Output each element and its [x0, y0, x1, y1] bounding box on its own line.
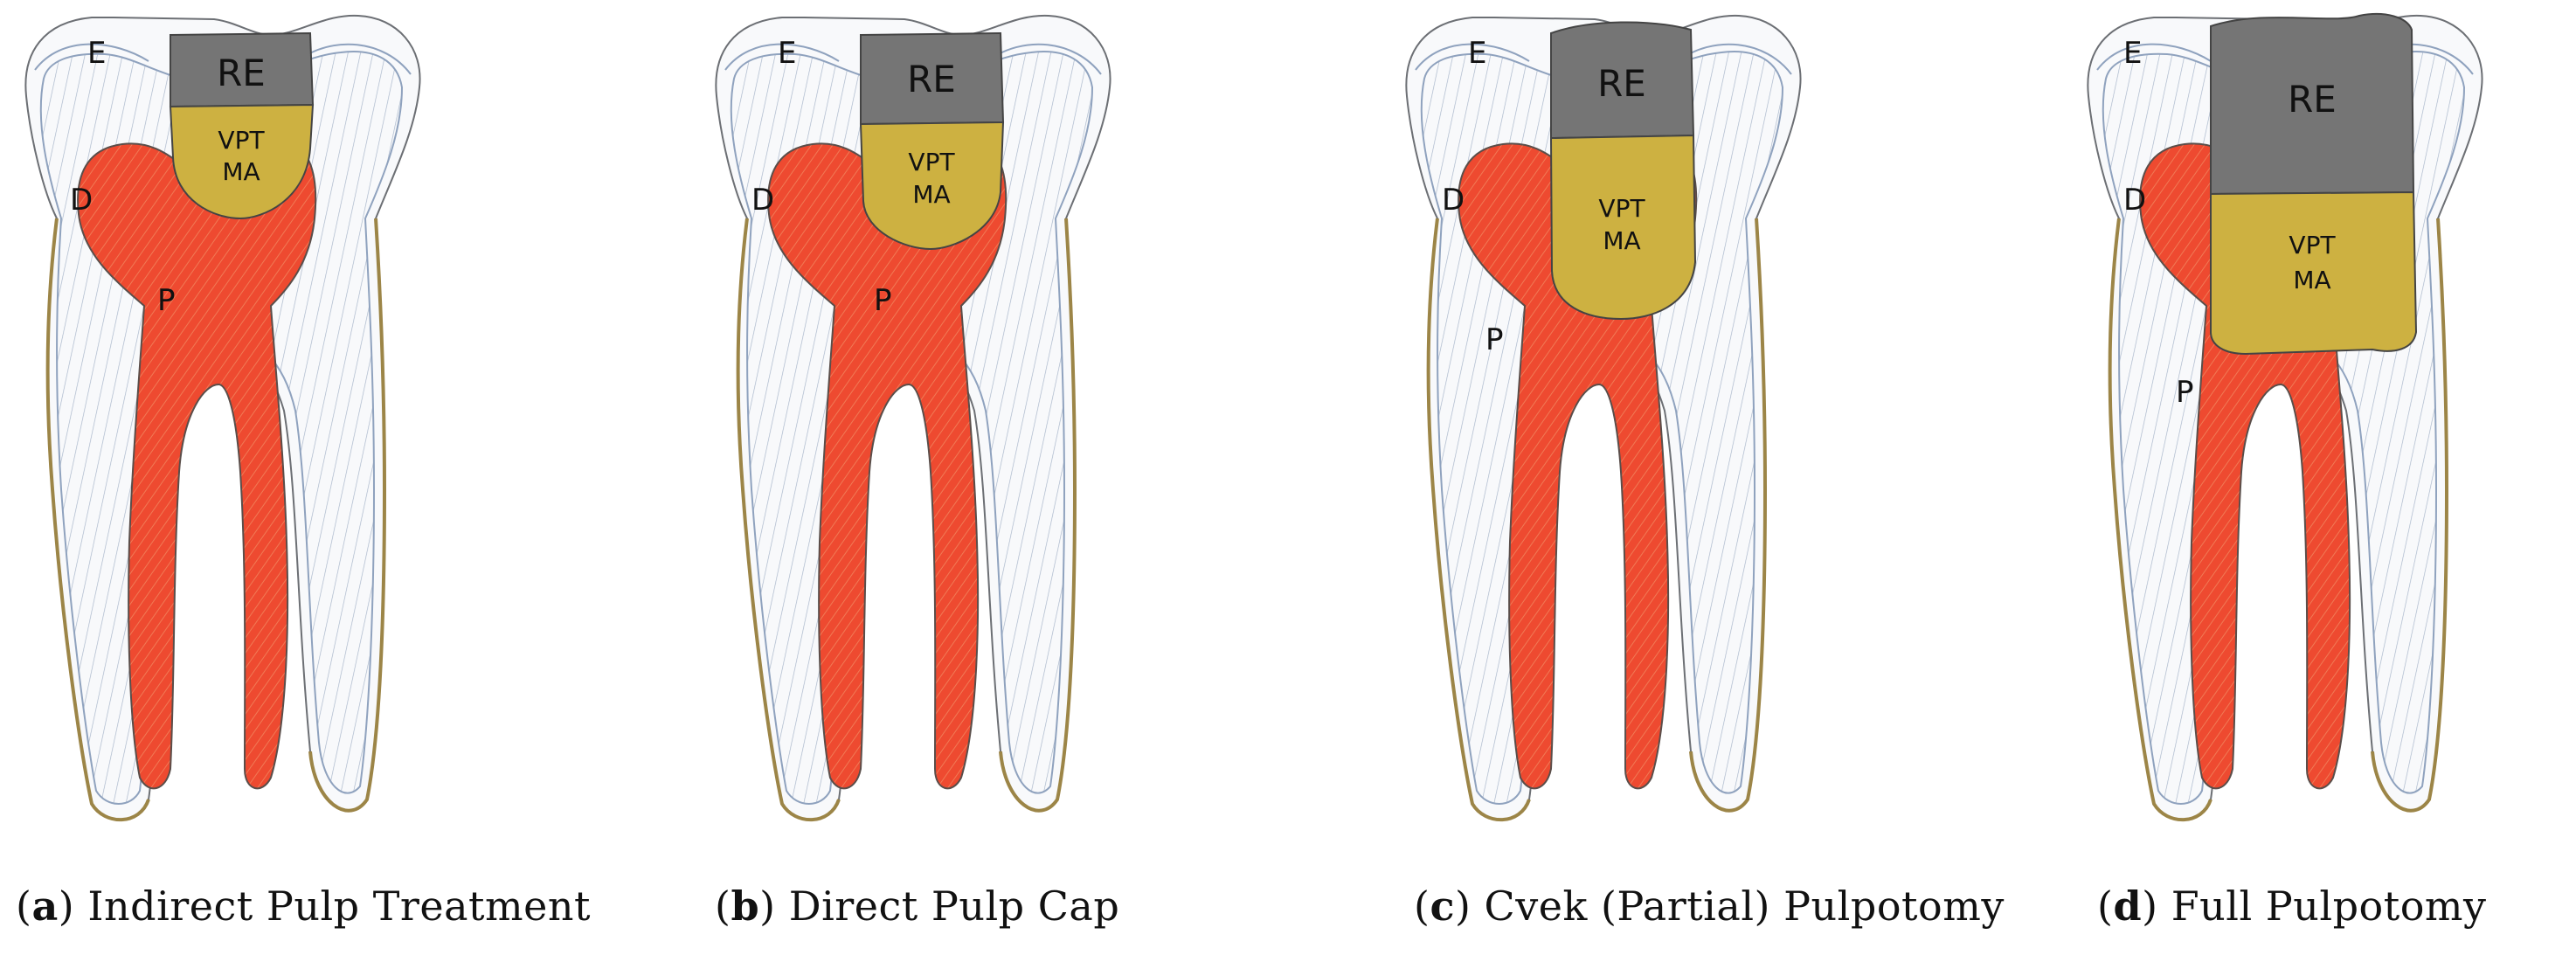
vpt-label-c: VPT	[1598, 194, 1645, 223]
ma-label-a: MA	[222, 157, 260, 186]
panel-d: RE VPT MA E D P (d) Full Pulpotomy	[2071, 0, 2560, 962]
vpt-label-d: VPT	[2289, 231, 2336, 260]
dentin-label-d: D	[2123, 183, 2146, 218]
restoration-label-b: RE	[907, 58, 956, 100]
pulp-label-a: P	[157, 283, 176, 318]
tooth-diagram-c: RE VPT MA E D P	[1404, 13, 1803, 822]
restoration-label-a: RE	[217, 52, 266, 94]
restoration-d	[2210, 12, 2415, 196]
tooth-diagram-d: RE VPT MA E D P	[2086, 12, 2484, 822]
vpt-material-a	[169, 103, 315, 220]
panel-a: RE VPT MA E D P (a) Indirect Pulp Treatm…	[9, 0, 591, 962]
pulp-label-c: P	[1485, 322, 1504, 357]
restoration-label-c: RE	[1597, 62, 1646, 105]
enamel-label-d: E	[2123, 36, 2142, 71]
ma-label-c: MA	[1603, 226, 1640, 255]
vpt-material-c	[1549, 134, 1697, 321]
pulp-label-b: P	[874, 283, 892, 318]
pulp-label-d: P	[2176, 375, 2194, 410]
dentin-label-a: D	[70, 183, 93, 218]
enamel-label-a: E	[87, 36, 106, 71]
ma-label-d: MA	[2293, 266, 2330, 294]
tooth-diagram-b: RE VPT MA E D P	[714, 13, 1112, 822]
dentin-label-c: D	[1442, 183, 1465, 218]
caption-d: (d) Full Pulpotomy	[2097, 882, 2487, 930]
enamel-label-b: E	[778, 36, 796, 71]
vpt-material-b	[859, 121, 1005, 251]
vpt-label-b: VPT	[908, 148, 955, 176]
caption-b: (b) Direct Pulp Cap	[715, 882, 1120, 930]
panel-c: RE VPT MA E D P (c) Cvek (Partial) Pulpo…	[1389, 0, 2004, 962]
tooth-diagram-a: RE VPT MA E D P	[24, 13, 422, 822]
caption-c: (c) Cvek (Partial) Pulpotomy	[1414, 882, 2005, 930]
vpt-material-d	[2210, 190, 2418, 356]
restoration-c	[1550, 21, 1695, 140]
caption-a: (a) Indirect Pulp Treatment	[16, 882, 591, 930]
enamel-label-c: E	[1468, 36, 1486, 71]
ma-label-b: MA	[912, 180, 950, 209]
vpt-label-a: VPT	[218, 126, 265, 155]
panel-b: RE VPT MA E D P (b) Direct Pulp Cap	[699, 0, 1188, 962]
dentin-label-b: D	[751, 183, 774, 218]
restoration-label-d: RE	[2288, 78, 2337, 121]
